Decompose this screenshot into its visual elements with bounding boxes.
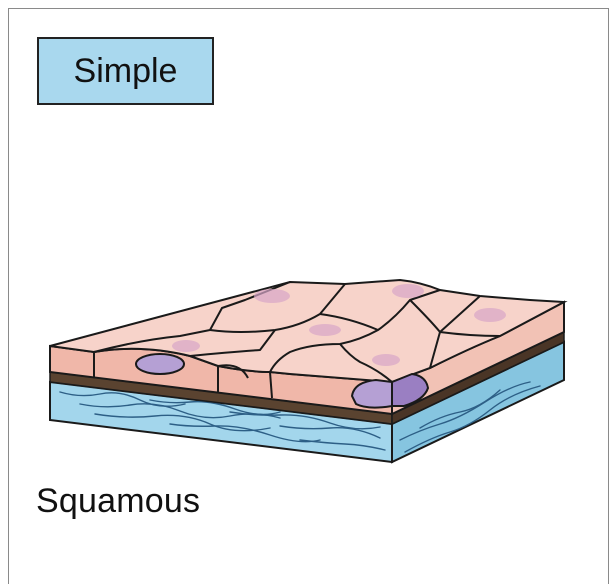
nucleus-front-left <box>136 354 184 374</box>
tissue-caption: Squamous <box>36 482 200 521</box>
